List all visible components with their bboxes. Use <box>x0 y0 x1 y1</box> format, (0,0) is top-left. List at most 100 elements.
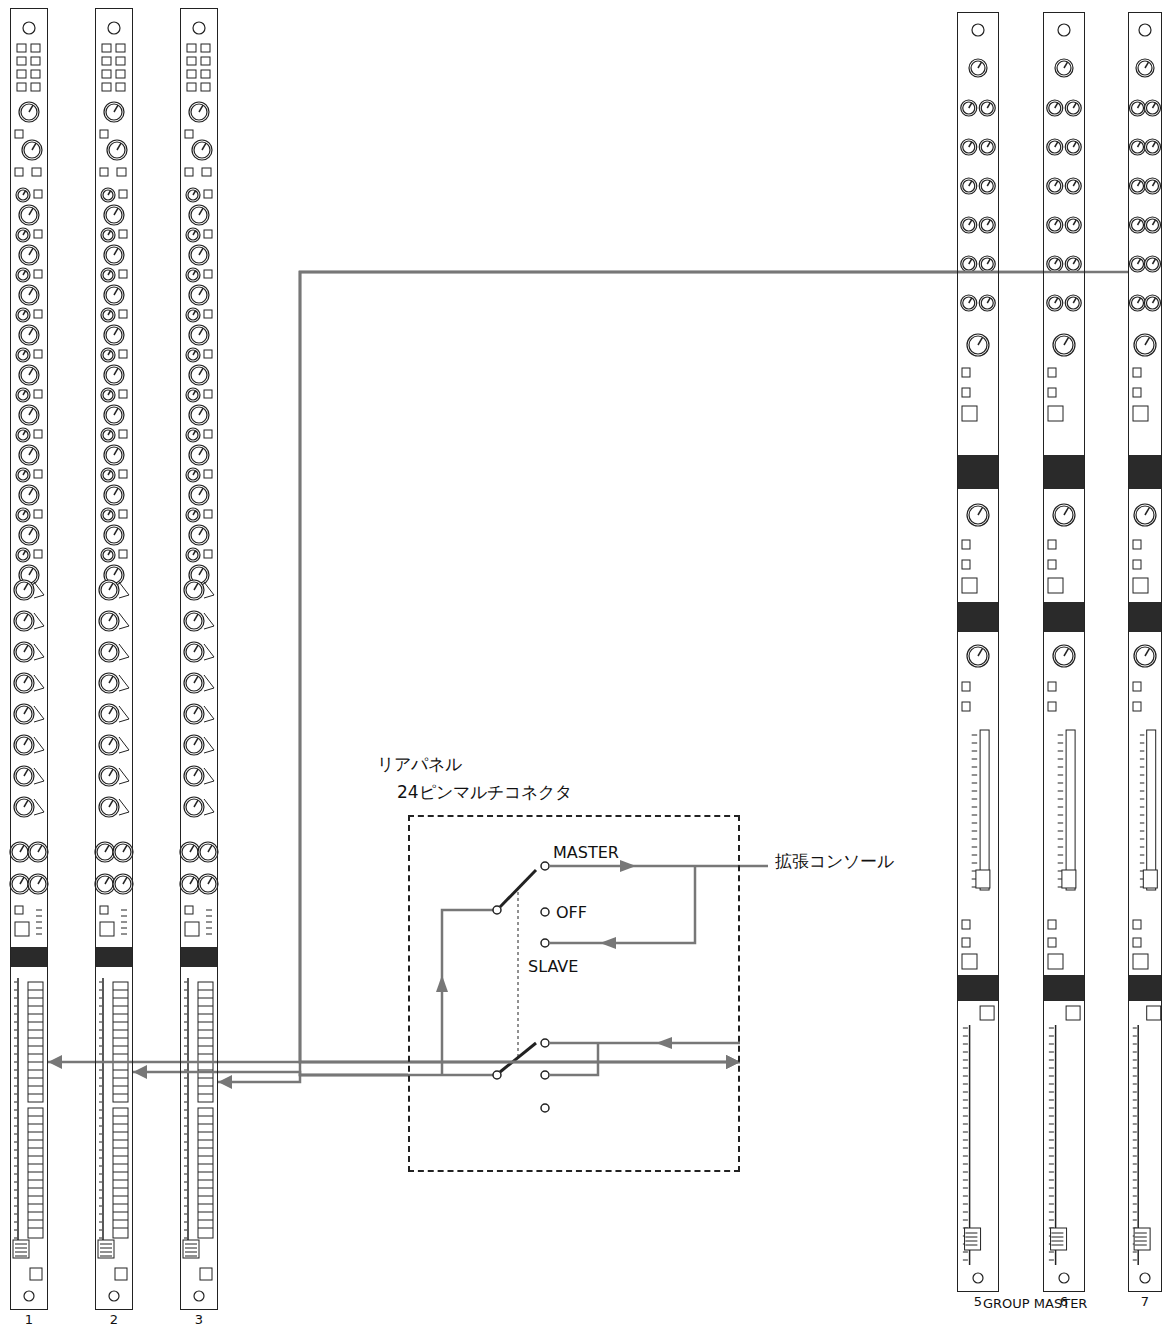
strip-line <box>113 1180 128 1181</box>
switch-contact <box>541 908 549 916</box>
strip-line <box>99 1150 102 1151</box>
strip-line <box>121 928 127 929</box>
strip-line <box>1049 1212 1054 1213</box>
button <box>98 1240 114 1258</box>
knob <box>1047 295 1063 311</box>
strip-line <box>1133 1116 1137 1117</box>
name-band <box>1129 602 1161 632</box>
knob <box>186 308 200 322</box>
strip-line <box>198 1212 213 1213</box>
button <box>15 906 23 914</box>
knob <box>101 188 115 202</box>
strip-line <box>963 1124 968 1125</box>
strip-line <box>963 1052 968 1053</box>
strip-line <box>972 807 977 808</box>
strip-line <box>963 1188 968 1189</box>
strip-line <box>978 648 983 656</box>
strip-line <box>199 288 203 295</box>
button <box>113 982 128 1102</box>
knob <box>198 842 218 862</box>
strip-line <box>109 645 113 652</box>
strip-line <box>99 1142 102 1143</box>
strip-line <box>193 511 196 515</box>
knob <box>189 525 209 545</box>
strip-line <box>99 1046 102 1047</box>
strip-line <box>119 719 129 722</box>
strip-line <box>963 1148 968 1149</box>
strip-line <box>1055 298 1058 303</box>
knob <box>1067 219 1079 231</box>
strip-line <box>1055 103 1058 108</box>
strip-line <box>1133 1044 1137 1045</box>
arrow-head <box>620 860 636 872</box>
switch-contact <box>541 1071 549 1079</box>
strip-line <box>23 271 26 275</box>
button <box>962 682 970 691</box>
knob <box>189 205 209 225</box>
strip-line <box>1064 337 1069 345</box>
knob <box>16 675 32 691</box>
knob <box>101 675 117 691</box>
knob <box>191 207 207 223</box>
name-band <box>958 602 998 632</box>
knob <box>981 297 993 309</box>
strip-line <box>1073 103 1076 108</box>
strip-line <box>28 1188 43 1189</box>
strip-line <box>1049 1068 1054 1069</box>
strip-line <box>1133 1052 1137 1053</box>
strip-line <box>100 1252 112 1253</box>
strip-line <box>199 488 203 495</box>
knob <box>16 737 32 753</box>
knob <box>967 334 989 356</box>
name-band <box>1044 975 1084 1001</box>
knob <box>184 580 204 600</box>
strip-line <box>28 1204 43 1205</box>
button <box>28 1108 43 1238</box>
strip-line <box>1133 1108 1137 1109</box>
strip-line <box>963 1196 968 1197</box>
strip-line <box>14 1214 17 1215</box>
knob <box>1067 258 1079 270</box>
knob <box>1136 336 1154 354</box>
strip-line <box>1138 259 1141 264</box>
button <box>116 83 125 91</box>
strip-line <box>1064 507 1069 515</box>
strip-line <box>963 1092 968 1093</box>
button <box>204 470 212 478</box>
button <box>17 44 26 52</box>
strip-line <box>190 845 194 852</box>
strip-line <box>24 707 28 714</box>
strip-line <box>963 1180 968 1181</box>
knob <box>188 270 198 280</box>
strip-line <box>28 1220 43 1221</box>
button <box>204 310 212 318</box>
knob <box>19 325 39 345</box>
strip-number: 1 <box>25 1312 33 1327</box>
knob <box>963 219 975 231</box>
strip-line <box>113 1164 128 1165</box>
strip-line <box>1133 1068 1137 1069</box>
strip-line <box>14 1006 17 1007</box>
strip-line <box>121 916 127 917</box>
strip-line <box>14 1238 17 1239</box>
knob <box>21 247 37 263</box>
knob <box>10 842 30 862</box>
strip-line <box>34 706 44 719</box>
strip-line <box>206 910 212 911</box>
strip-line <box>99 998 102 999</box>
strip-line <box>1133 1100 1137 1101</box>
strip-line <box>23 431 26 435</box>
strip-line <box>109 769 113 776</box>
knob <box>21 104 37 120</box>
strip-line <box>1152 220 1155 225</box>
strip-line <box>963 1204 968 1205</box>
strip-line <box>972 743 977 744</box>
strip-line <box>1140 799 1144 800</box>
button <box>119 470 127 478</box>
knob <box>1144 295 1160 311</box>
button <box>116 57 125 65</box>
knob <box>186 582 202 598</box>
strip-line <box>14 1078 17 1079</box>
knob <box>1134 504 1156 526</box>
strip-line <box>1058 839 1063 840</box>
